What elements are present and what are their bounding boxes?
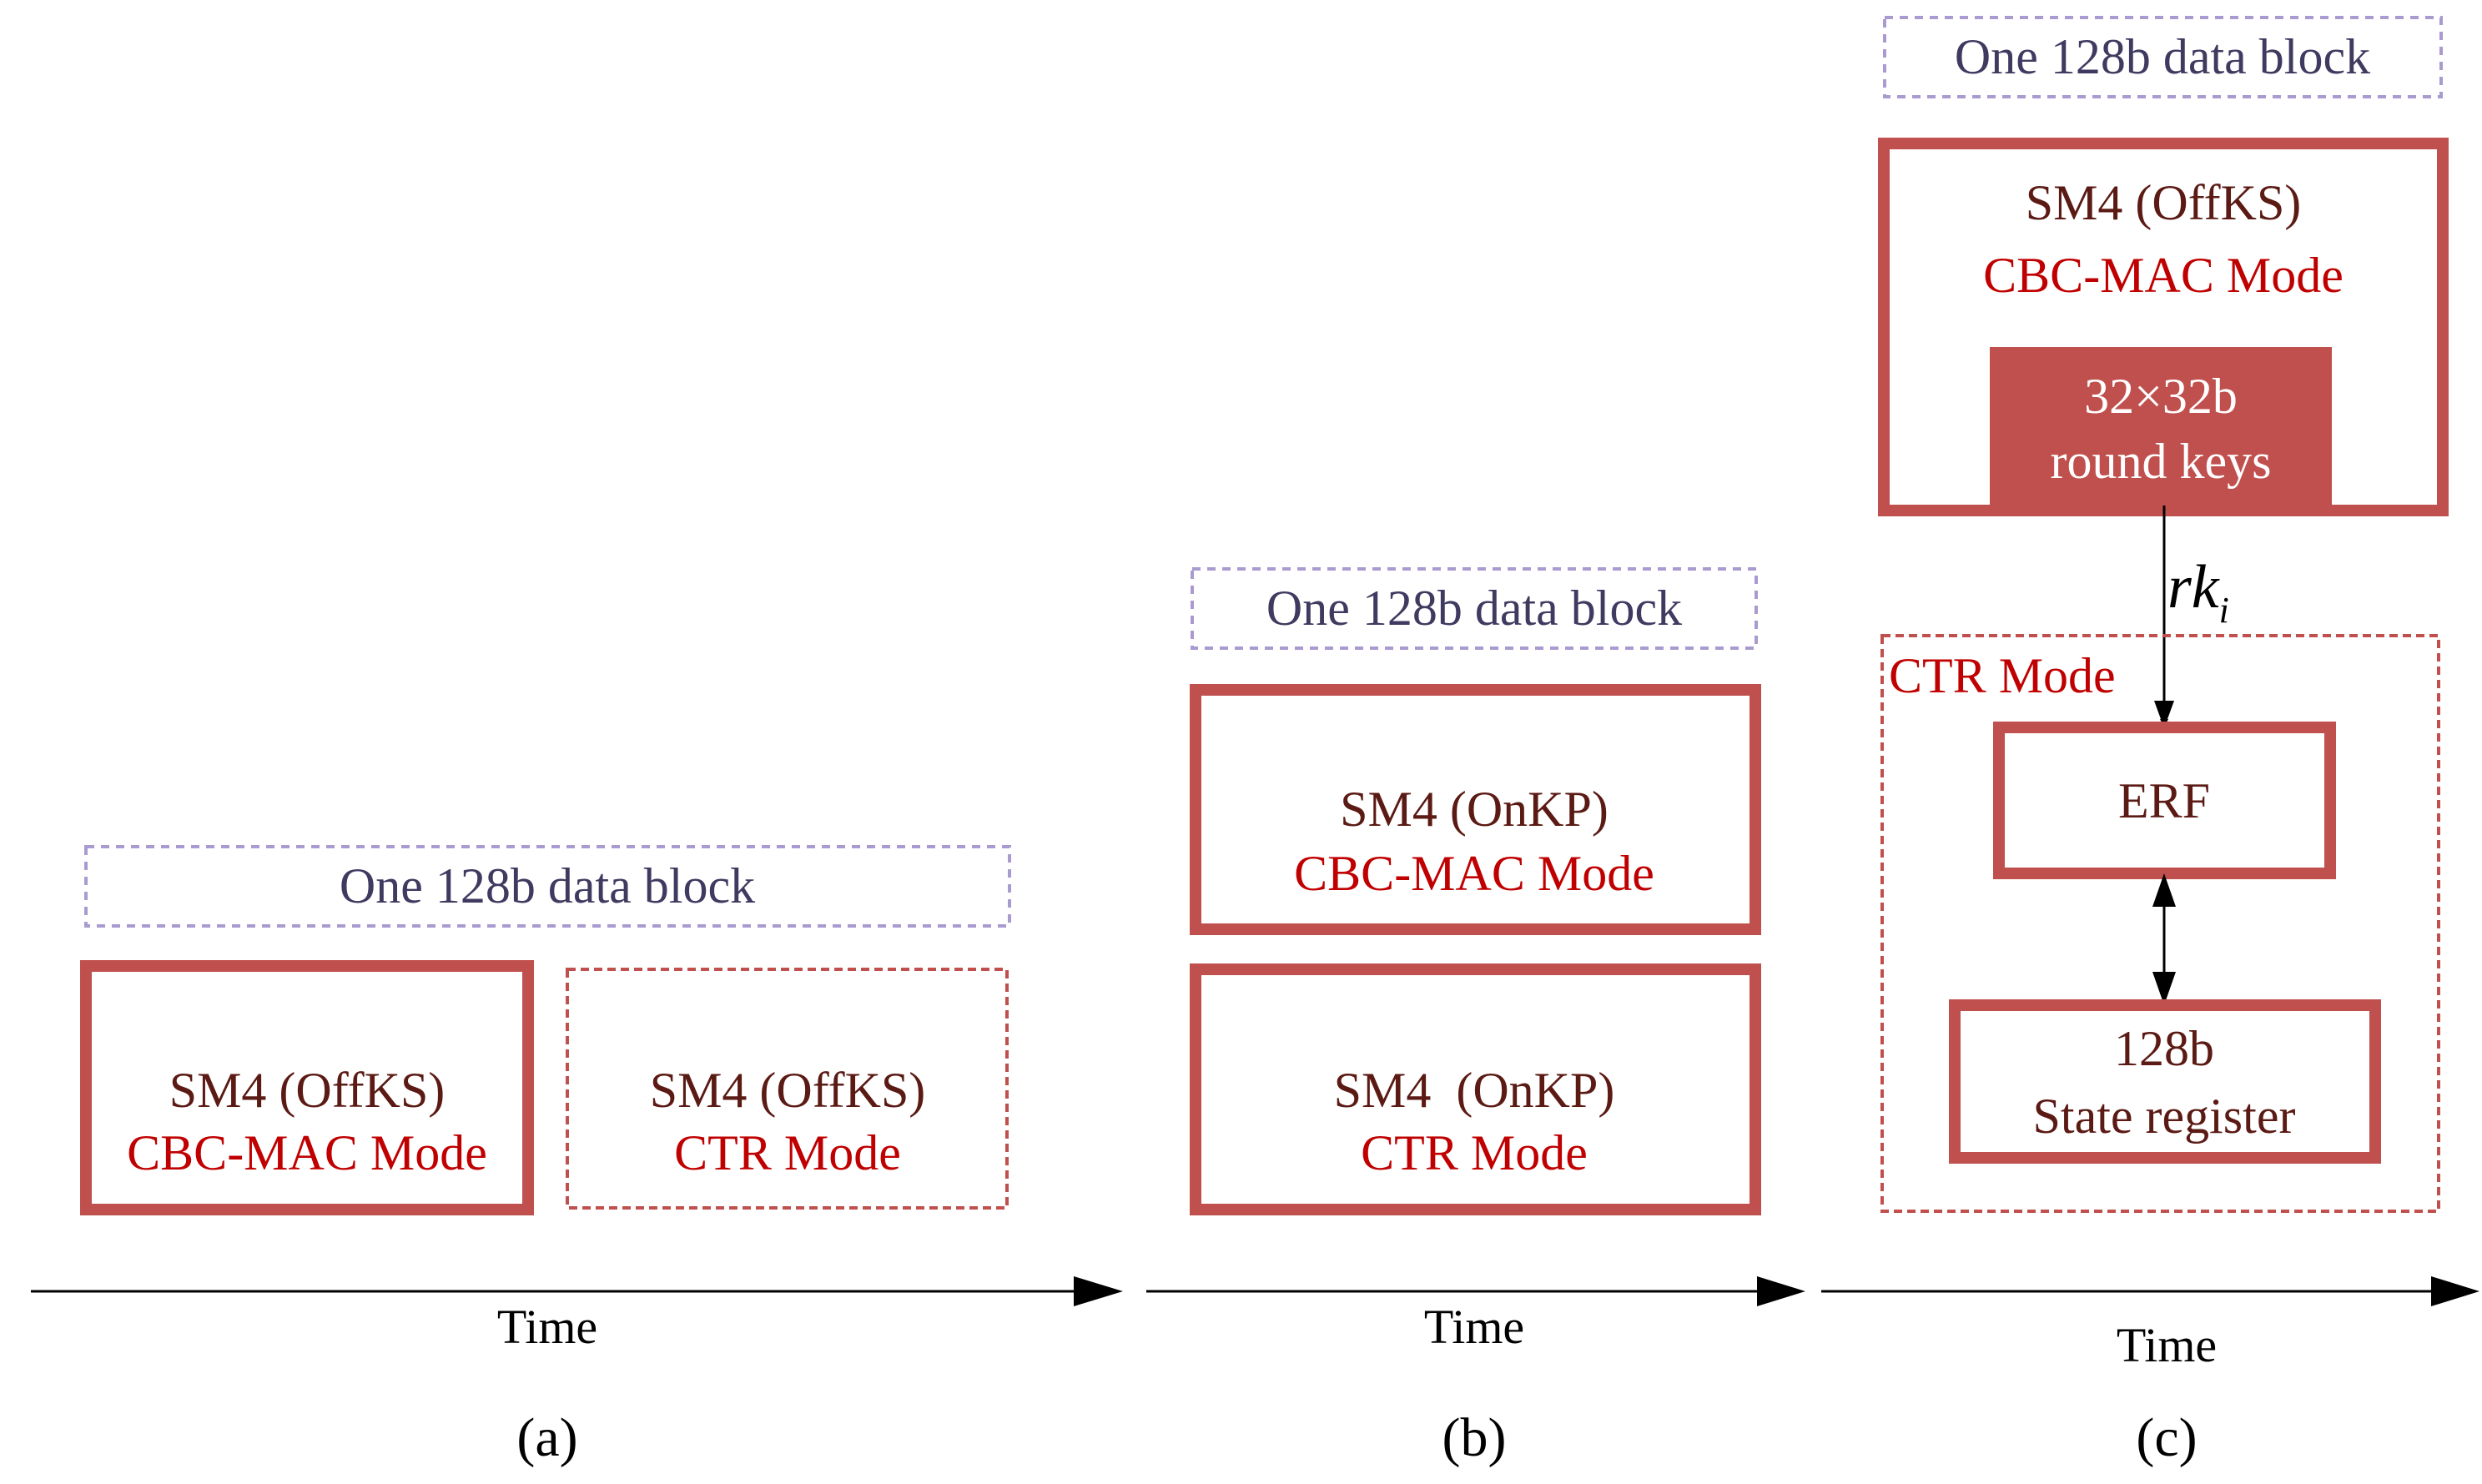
panel-c-rk-main: rk [2167,553,2220,621]
panel-a-time-arrowhead [1074,1276,1123,1306]
panel-b-ctr-title: SM4 (OnKP) [1334,1063,1615,1118]
panel-a-ctr-block [566,968,1009,1210]
panel-c-rk-label: rki [2167,553,2229,631]
panel-c-ctr-container [1880,634,2440,1213]
panel-c-erf-label: ERF [2118,773,2210,828]
panel-c-round-keys-label: round keys [2051,434,2272,489]
panel-a-ctr-title: SM4 (OffKS) [650,1063,926,1118]
panel-b-time-label: Time [1424,1300,1524,1354]
panel-c-state-register-block [1949,999,2381,1164]
panel-a-header-text: One 128b data block [340,858,755,913]
panel-a-cbcmac-block [80,960,534,1215]
panel-c: One 128b data block SM4 (OffKS) CBC-MAC … [1821,16,2479,1468]
panel-c-header-box [1883,16,2443,98]
panel-c-state-register-size: 128b [2114,1021,2214,1076]
panel-c-ctr-label: CTR Mode [1889,648,2116,703]
panel-a: One 128b data block SM4 (OffKS) CBC-MAC … [31,845,1123,1468]
panel-b-cbcmac-block [1190,684,1761,935]
panel-c-round-keys-block [1990,347,2332,506]
panel-b-caption: (b) [1442,1407,1507,1468]
panel-c-state-register-label: State register [2033,1089,2296,1144]
panel-a-caption: (a) [516,1407,577,1468]
panel-a-ctr-mode: CTR Mode [674,1125,901,1180]
panel-a-time-label: Time [497,1300,597,1354]
panel-b: One 128b data block SM4 (OnKP) CBC-MAC M… [1146,567,1805,1468]
panel-c-erf-state-arrowhead-up [2152,873,2176,907]
panel-b-time-arrowhead [1757,1276,1805,1306]
panel-a-cbcmac-mode: CBC-MAC Mode [127,1125,487,1180]
panel-a-header-box [84,845,1011,928]
panel-c-header-text: One 128b data block [1955,29,2370,84]
panel-c-round-keys-size: 32×32b [2084,369,2238,424]
panel-b-cbcmac-title: SM4 (OnKP) [1340,782,1609,837]
panel-b-header-box [1191,567,1758,650]
panel-a-cbcmac-title: SM4 (OffKS) [169,1063,446,1118]
panel-c-cbcmac-mode: CBC-MAC Mode [1983,248,2344,303]
panel-b-cbcmac-mode: CBC-MAC Mode [1294,846,1654,901]
panel-b-ctr-block [1190,963,1761,1215]
panel-c-caption: (c) [2136,1407,2197,1468]
panel-c-time-arrowhead [2431,1276,2479,1306]
panel-c-erf-block [1993,722,2336,879]
panel-c-cbcmac-title: SM4 (OffKS) [2026,175,2302,230]
panel-c-rk-subscript: i [2219,590,2229,631]
panel-b-ctr-mode: CTR Mode [1361,1125,1588,1180]
panel-c-time-label: Time [2117,1318,2217,1372]
panel-c-erf-state-arrowhead-down [2152,972,2176,1005]
panel-c-rk-arrowhead [2154,701,2174,728]
panel-b-header-text: One 128b data block [1266,581,1682,636]
